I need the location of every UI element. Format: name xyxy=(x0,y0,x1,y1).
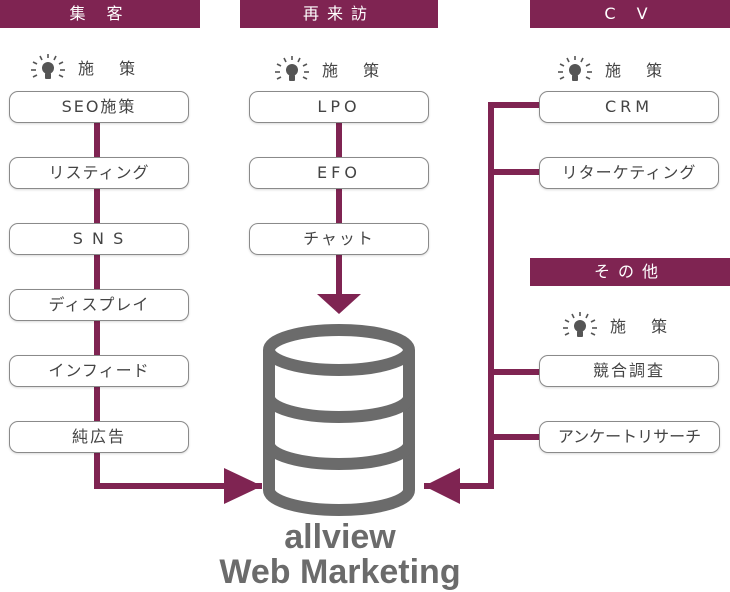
database-icon xyxy=(263,324,415,516)
pill-infeed: インフィード xyxy=(9,355,189,387)
tip-label: 施 策 xyxy=(322,61,390,80)
saihoumon-arrowhead xyxy=(317,294,361,314)
lightbulb-icon xyxy=(275,56,309,81)
right-connector xyxy=(424,102,540,489)
header-cv: C V xyxy=(530,0,730,28)
pill-sns: S N S xyxy=(9,223,189,255)
pill-display: ディスプレイ xyxy=(9,289,189,321)
lightbulb-icon xyxy=(563,312,597,337)
pill-lpo: LPO xyxy=(249,91,429,123)
header-saihoumon: 再来訪 xyxy=(240,0,438,28)
logo-line1: allview xyxy=(284,518,396,556)
header-sonota: その他 xyxy=(530,258,730,286)
right-arrowhead xyxy=(424,468,460,504)
pill-retargeting: リターケティング xyxy=(539,157,719,189)
tip-saihoumon: 施 策 xyxy=(272,54,389,84)
lightbulb-icon xyxy=(558,56,592,81)
tip-shukyaku: 施 策 xyxy=(28,52,145,82)
shukyaku-arrowhead xyxy=(224,468,262,504)
pill-competitor: 競合調査 xyxy=(539,355,719,387)
tip-label: 施 策 xyxy=(605,61,673,80)
pill-efo: EFO xyxy=(249,157,429,189)
tip-sonota: 施 策 xyxy=(560,310,677,340)
tip-label: 施 策 xyxy=(78,59,146,78)
lightbulb-icon xyxy=(31,54,65,79)
pill-seo: SEO施策 xyxy=(9,91,189,123)
pill-crm: CRM xyxy=(539,91,719,123)
logo-line2: Web Marketing xyxy=(219,553,461,591)
header-shukyaku: 集 客 xyxy=(0,0,200,28)
tip-cv: 施 策 xyxy=(555,54,672,84)
tip-label: 施 策 xyxy=(610,317,678,336)
pill-listing: リスティング xyxy=(9,157,189,189)
pill-survey: アンケートリサーチ xyxy=(539,421,720,453)
pill-chat: チャット xyxy=(249,223,429,255)
pill-pure-ad: 純広告 xyxy=(9,421,189,453)
